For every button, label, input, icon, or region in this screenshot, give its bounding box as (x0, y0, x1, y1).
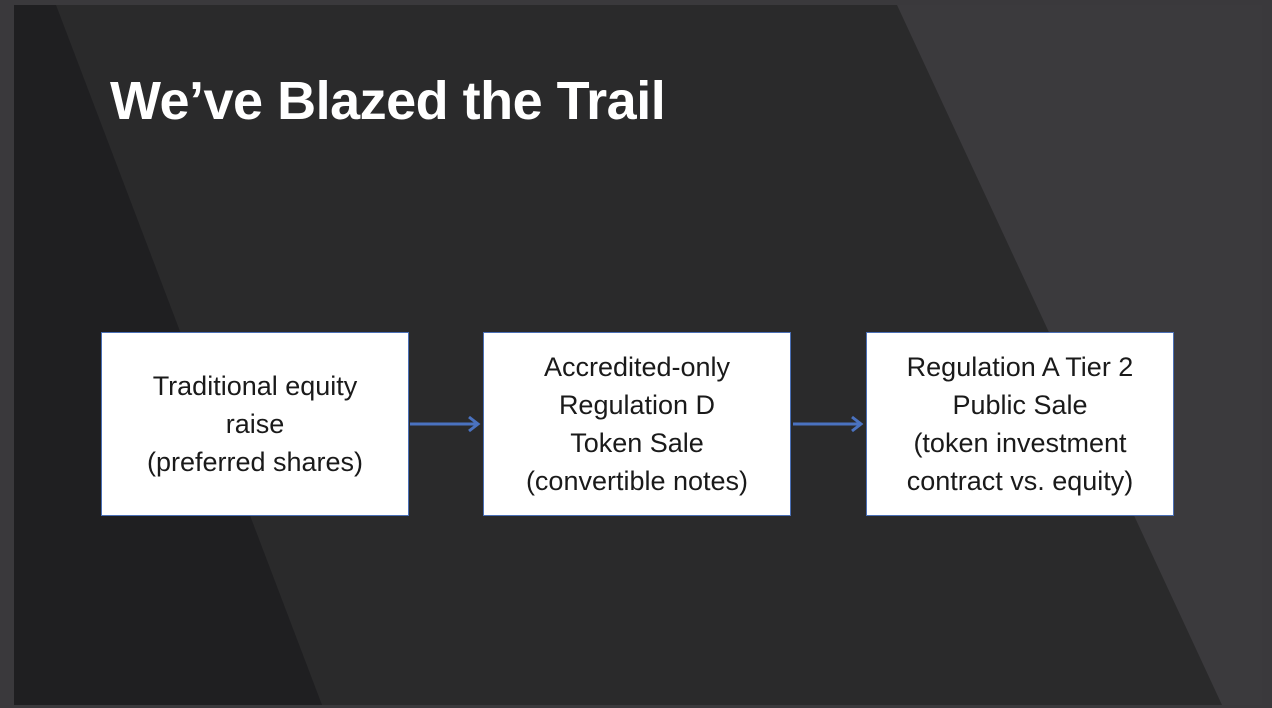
step-box-regulation-a: Regulation A Tier 2 Public Sale (token i… (866, 332, 1174, 516)
step-text: Token Sale (570, 428, 704, 458)
step-box-equity-raise: Traditional equity raise (preferred shar… (101, 332, 409, 516)
arrow-right-icon (793, 415, 864, 433)
step-box-regulation-d: Accredited-only Regulation D Token Sale … (483, 332, 791, 516)
step-text: (convertible notes) (525, 466, 749, 496)
step-text: Traditional equity (152, 371, 358, 401)
step-text: Accredited-only (543, 352, 731, 382)
step-text: (token investment (913, 428, 1127, 458)
step-text: (preferred shares) (146, 447, 364, 477)
step-text: Regulation D (558, 390, 716, 420)
step-text: Public Sale (952, 390, 1088, 420)
slide-title: We’ve Blazed the Trail (110, 71, 666, 131)
arrow-right-icon (410, 415, 481, 433)
step-text: contract vs. equity) (906, 466, 1134, 496)
step-text: raise (225, 409, 285, 439)
step-text: Regulation A Tier 2 (906, 352, 1134, 382)
